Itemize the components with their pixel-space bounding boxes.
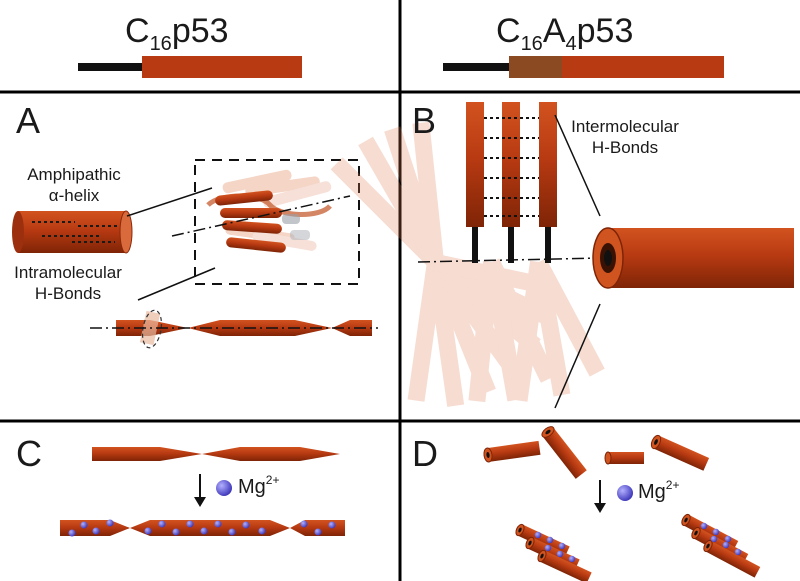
scattered-nanofibers [483,426,710,479]
bundle-left [515,523,592,581]
bundle-right [681,513,761,578]
panel-label-a: A [16,100,41,141]
panel-label-d: D [412,433,438,474]
zoom-box [194,159,360,285]
panel-label-b: B [412,100,437,141]
mg-ion-label-c: Mg2+ [238,473,280,498]
amphipathic-helix-label: Amphipathic α-helix [27,165,121,205]
ribbon-before [92,447,340,461]
twisting-helix-cluster [206,169,332,253]
c16p53-schematic [78,56,302,78]
alpha-helix-cylinder [12,210,133,254]
helix-axis [171,195,351,237]
intermolecular-hbonds-label: Intermolecular H-Bonds [571,117,679,157]
ribbon-after [60,519,345,537]
stacked-peptides [466,102,557,263]
panel-label-c: C [16,433,42,474]
arrow-c [194,474,206,507]
mg-ion-icon-d [617,485,633,501]
fanning-peptide-blur [330,121,605,407]
nanofiber-zoom-lines [554,114,601,409]
mg-ion-label-d: Mg2+ [638,478,680,503]
header-c16p53: C16p53 [125,12,229,55]
c16a4p53-schematic [443,56,724,78]
nanofiber-cylinder [592,227,794,289]
twisted-ribbon [116,309,372,349]
assembly-axis [417,257,601,263]
mg-ion-icon [216,480,232,496]
header-c16a4p53: C16A4p53 [496,12,634,55]
zoom-callout-lines [126,187,216,301]
intramolecular-hbonds-label: Intramolecular H-Bonds [14,263,122,303]
arrow-d [594,480,606,513]
